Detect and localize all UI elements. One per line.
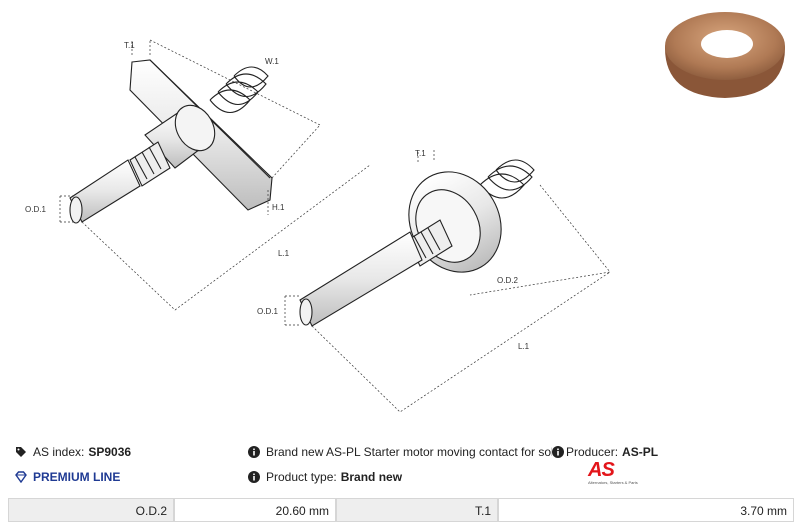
info-icon: [248, 471, 260, 483]
producer-value: AS-PL: [622, 445, 659, 459]
product-type-value: Brand new: [340, 470, 403, 484]
tag-icon: [16, 447, 26, 457]
product-photo-copper-washer[interactable]: [655, 8, 795, 103]
premium-line-label[interactable]: PREMIUM LINE: [33, 470, 121, 484]
as-index-label: AS index:: [33, 445, 85, 459]
producer-label: Producer:: [566, 445, 619, 459]
as-pl-logo: AS Alternators, Starters & Parts: [588, 460, 642, 496]
info-icon: [552, 446, 564, 458]
label-l1-right: L.1: [518, 342, 530, 351]
spec-value-t1: 3.70 mm: [498, 498, 794, 522]
premium-line-row: PREMIUM LINE: [15, 470, 120, 484]
info-icon: [248, 446, 260, 458]
label-od1-right: O.D.1: [257, 307, 278, 316]
as-index-value[interactable]: SP9036: [88, 445, 132, 459]
diamond-icon: [15, 471, 27, 483]
spec-key-t1: T.1: [336, 498, 498, 522]
spec-value-od2: 20.60 mm: [174, 498, 336, 522]
label-od1-left: O.D.1: [25, 205, 46, 214]
product-type-row: Product type: Brand new: [248, 470, 402, 484]
description-row: Brand new AS-PL Starter motor moving con…: [248, 445, 583, 459]
label-w1: W.1: [265, 57, 279, 66]
producer-row: Producer: AS-PL: [552, 445, 659, 459]
spec-table: O.D.2 20.60 mm T.1 3.70 mm: [8, 498, 794, 522]
spec-key-od2: O.D.2: [8, 498, 174, 522]
product-type-label: Product type:: [266, 470, 337, 484]
label-t1-left: T.1: [124, 41, 135, 50]
label-h1: H.1: [272, 203, 285, 212]
logo-mark: AS: [588, 459, 615, 481]
logo-tagline: Alternators, Starters & Parts: [588, 480, 638, 485]
description-text: Brand new AS-PL Starter motor moving con…: [266, 445, 584, 459]
technical-drawing: T.1 W.1 O.D.1 H.1 L.1 T.1 O.D.2 O.D.1 L.…: [25, 39, 611, 413]
as-index-row: AS index: SP9036: [15, 445, 131, 459]
label-od2: O.D.2: [497, 276, 518, 285]
label-t1-right: T.1: [415, 149, 426, 158]
label-l1-left: L.1: [278, 249, 290, 258]
